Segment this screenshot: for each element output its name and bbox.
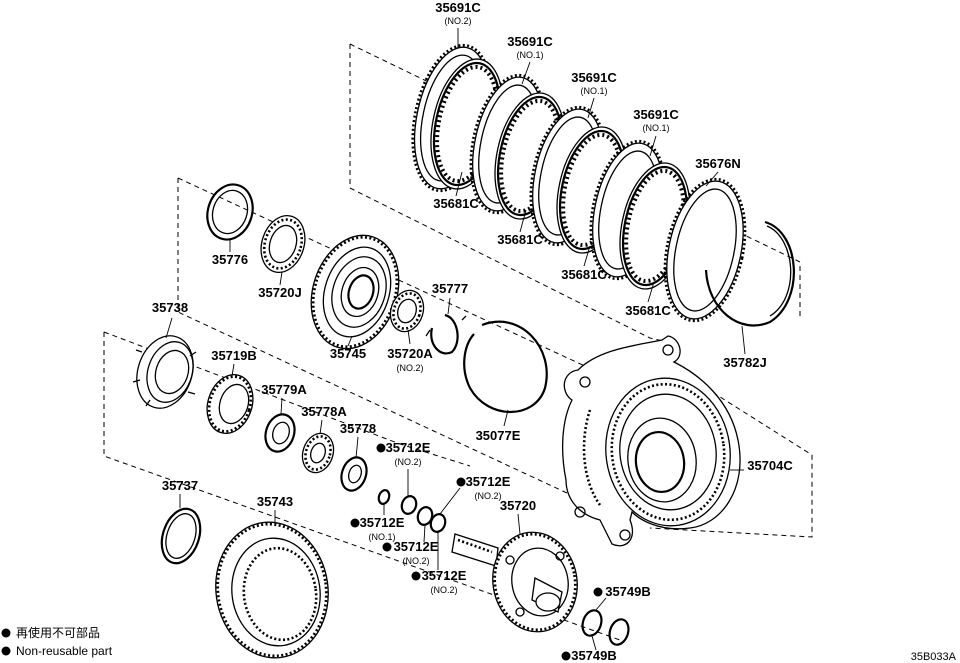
- legend-marker-jp: [1, 628, 11, 638]
- label-35720J: 35720J: [258, 285, 301, 300]
- oring-35776: [206, 183, 254, 241]
- ring-35738: [132, 335, 197, 409]
- label-35749B-a: 35749B: [605, 584, 651, 599]
- label-35691C-no2: 35691C: [435, 0, 481, 15]
- label-35777: 35777: [432, 281, 468, 296]
- label-35676N: 35676N: [695, 156, 741, 171]
- snap-ring-35077E: [463, 320, 548, 413]
- clutch-drum-35704C: [561, 335, 741, 547]
- sub-35720A: (NO.2): [397, 363, 424, 373]
- group-outline-sun-gear: [103, 331, 621, 641]
- diagram-code: 35B033A: [911, 651, 957, 663]
- rings-35749B: [581, 609, 630, 646]
- washer-35778: [340, 456, 368, 492]
- label-35712E-e: 35712E: [422, 568, 467, 583]
- group-outline-drum: [649, 377, 813, 538]
- sub-35712E-e: (NO.2): [431, 585, 458, 595]
- legend-marker-en: [1, 646, 11, 656]
- leader-lines: [165, 28, 746, 651]
- bearing-race-35720J: [260, 215, 306, 273]
- seal-rings-35712E: [377, 489, 447, 533]
- sub-35712E-b: (NO.2): [475, 491, 502, 501]
- sub-35691C-no1-a: (NO.1): [517, 50, 544, 60]
- label-35779A: 35779A: [261, 382, 307, 397]
- label-35681C-c: 35681C: [561, 267, 607, 282]
- label-35691C-no1-a: 35691C: [507, 34, 553, 49]
- label-35745: 35745: [330, 346, 366, 361]
- sub-35691C-no1-b: (NO.1): [581, 86, 608, 96]
- label-35720A: 35720A: [387, 346, 433, 361]
- label-35681C-d: 35681C: [625, 303, 671, 318]
- snap-ring-35782J: [704, 220, 795, 327]
- label-35704C: 35704C: [747, 458, 793, 473]
- label-35712E-c: 35712E: [360, 515, 405, 530]
- sun-gear-35720: [451, 531, 578, 633]
- bearing-35778A: [301, 432, 335, 474]
- label-35743: 35743: [257, 494, 293, 509]
- part-labels: 35691C (NO.2) 35691C (NO.1) 35691C (NO.1…: [152, 0, 793, 663]
- washer-35779A: [264, 413, 296, 453]
- label-35691C-no1-b: 35691C: [571, 70, 617, 85]
- ring-gear-35743: [215, 521, 329, 659]
- label-35681C-b: 35681C: [497, 232, 543, 247]
- label-35691C-no1-c: 35691C: [633, 107, 679, 122]
- label-35077E: 35077E: [476, 428, 521, 443]
- label-35712E-a: 35712E: [386, 440, 431, 455]
- label-35719B: 35719B: [211, 348, 257, 363]
- sub-35712E-a: (NO.2): [395, 457, 422, 467]
- label-35712E-d: 35712E: [394, 539, 439, 554]
- bearing-35720A: [389, 289, 425, 333]
- snap-ring-35737: [160, 507, 202, 565]
- piston-35745: [310, 234, 400, 350]
- label-35778A: 35778A: [301, 404, 347, 419]
- one-way-clutch-35719B: [206, 374, 254, 434]
- sub-35712E-d: (NO.2): [403, 556, 430, 566]
- label-35782J: 35782J: [723, 355, 766, 370]
- non-reusable-markers: [350, 443, 603, 661]
- group-outline-piston: [177, 177, 641, 521]
- label-35776: 35776: [212, 252, 248, 267]
- legend: 再使用不可部品 Non-reusable part: [1, 625, 113, 658]
- label-35720: 35720: [500, 498, 536, 513]
- label-35681C-a: 35681C: [433, 196, 479, 211]
- label-35737: 35737: [162, 478, 198, 493]
- clutch-flange-35676N: [663, 177, 747, 323]
- label-35738: 35738: [152, 300, 188, 315]
- sub-35691C-no2: (NO.2): [445, 16, 472, 26]
- label-35778: 35778: [340, 421, 376, 436]
- snap-ring-35777: [425, 313, 467, 355]
- label-35712E-b: 35712E: [466, 474, 511, 489]
- sub-35712E-c: (NO.1): [369, 532, 396, 542]
- sub-35691C-no1-c: (NO.1): [643, 123, 670, 133]
- label-35749B-b: 35749B: [571, 648, 617, 663]
- legend-text-japanese: 再使用不可部品: [16, 625, 100, 640]
- legend-text-english: Non-reusable part: [16, 644, 113, 658]
